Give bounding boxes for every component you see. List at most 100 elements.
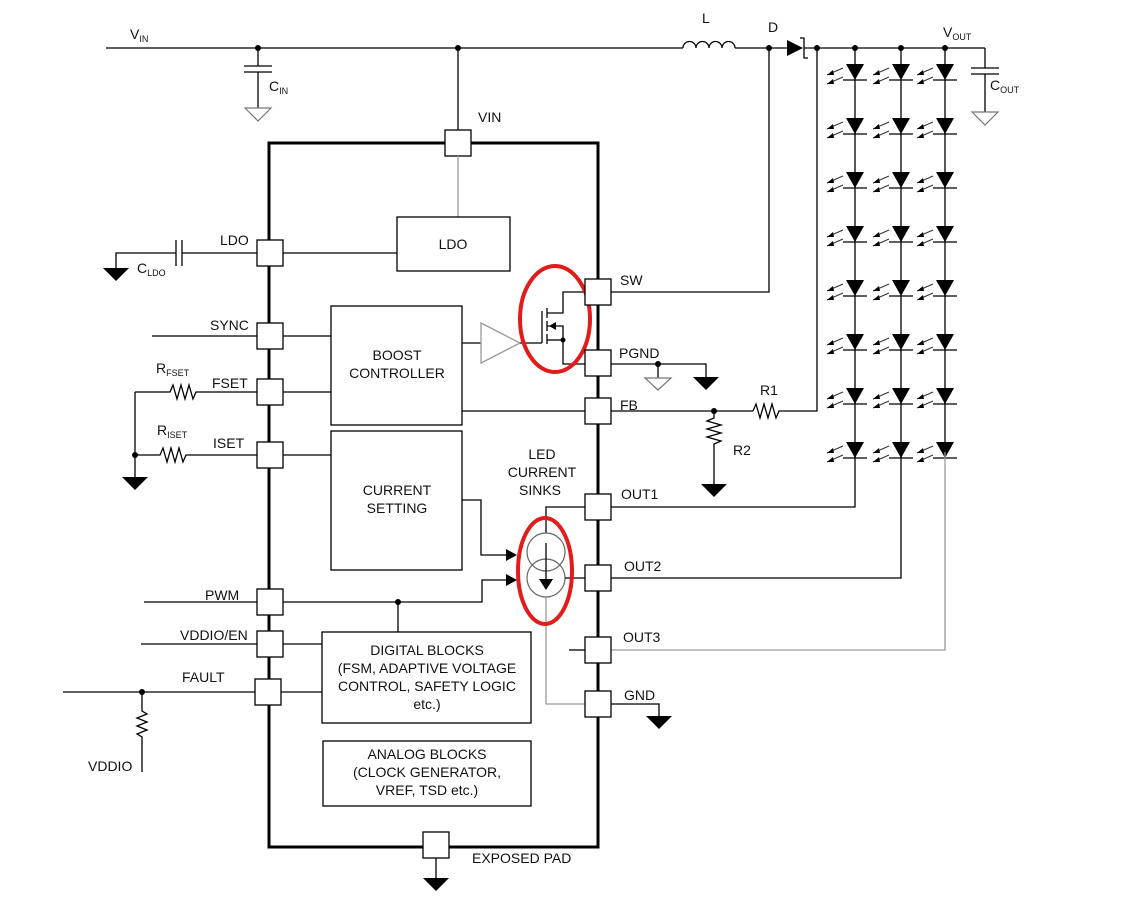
ground-icon [122,477,148,490]
current-setting-label-2: SETTING [367,500,428,516]
led-icon [826,172,867,193]
pin-fb-label: FB [620,397,638,413]
pin-vddio-en-label: VDDIO/EN [180,627,248,643]
pin-iset [256,441,284,469]
digital-label-1: DIGITAL BLOCKS [370,642,484,658]
pin-sync [256,322,284,350]
analog-label-3: VREF, TSD etc.) [376,782,478,798]
ground-icon [423,878,449,891]
boost-block-label-1: BOOST [372,347,421,363]
pin-ldo [256,239,284,267]
riset-label: RISET [157,422,188,440]
sinks-label-2: CURRENT [508,464,577,480]
pin-pwm [256,588,284,616]
led-icon [916,442,957,463]
led-icon [872,226,913,247]
vin-label: VIN [130,26,148,44]
sinks-label-1: LED [528,446,555,462]
pin-sw [584,278,612,306]
led-icon [916,334,957,355]
ldo-block [396,216,511,272]
inductor: L [682,10,787,51]
vin-rail: VIN [106,26,683,51]
led-array [826,48,957,463]
exposed-pad-label: EXPOSED PAD [472,850,571,866]
digital-label-3: CONTROL, SAFETY LOGIC [338,678,516,694]
pin-pwm-label: PWM [205,587,239,603]
pin-fset-label: FSET [212,375,248,391]
led-string-3 [916,48,957,463]
led-icon [826,334,867,355]
out1-trace [611,452,856,508]
led-string-1 [826,48,867,463]
pin-exposed-pad [422,831,450,859]
cout-label: COUT [990,77,1020,95]
sinks-label-3: SINKS [519,482,561,498]
ground-icon [643,377,673,391]
pin-out3 [584,636,612,664]
pin-gnd [584,690,612,718]
pin-out3-label: OUT3 [623,629,661,645]
output-capacitor: COUT [970,48,1020,126]
gate-driver-buffer [480,321,522,365]
highlight-current-sinks [516,516,574,626]
led-icon [872,388,913,409]
analog-label-2: (CLOCK GENERATOR, [353,764,501,780]
pin-fb [584,397,612,425]
pin-out1 [584,493,612,521]
led-icon [872,118,913,139]
vout-label: VOUT [943,24,972,42]
pin-ldo-label: LDO [220,232,249,248]
ground-icon [646,716,672,729]
ldo-block-label: LDO [439,236,468,252]
feedback-divider: R1 R2 [611,382,785,497]
iset-resistor: RISET [122,422,257,490]
led-string-2 [872,48,913,463]
led-icon [826,118,867,139]
led-icon [826,442,867,463]
vddio-label: VDDIO [88,758,132,774]
input-capacitor: CIN [243,48,288,122]
ground-icon [693,377,719,390]
led-icon [916,172,957,193]
cldo-label: CLDO [137,260,166,278]
inductor-label: L [702,10,710,26]
boost-controller-block [330,305,463,426]
digital-blocks [321,631,532,724]
led-icon [916,388,957,409]
led-icon [872,280,913,301]
led-icon [916,118,957,139]
schottky-diode: D [768,19,985,59]
led-icon [916,280,957,301]
pin-sw-label: SW [620,272,643,288]
ldo-capacitor: CLDO [103,240,257,281]
pin-out2-label: OUT2 [624,558,662,574]
led-current-sink-sources [526,506,585,705]
pin-fset [256,378,284,406]
ground-icon [701,484,727,497]
digital-label-4: etc.) [413,696,440,712]
out3-trace [611,452,946,651]
pin-pgnd-label: PGND [619,345,659,361]
pin-out1-label: OUT1 [621,486,659,502]
boost-switch-mosfet [520,291,585,365]
led-icon [916,226,957,247]
pin-pgnd [584,349,612,377]
led-icon [872,64,913,85]
digital-label-2: (FSM, ADAPTIVE VOLTAGE [338,660,516,676]
pin-vin [444,129,472,157]
pin-out2 [584,564,612,592]
led-icon [826,280,867,301]
pin-fault [254,678,282,706]
fset-resistor: RFSET [134,360,257,454]
diode-label: D [768,19,778,35]
analog-label-1: ANALOG BLOCKS [367,746,486,762]
pin-vin-label: VIN [478,109,501,125]
pin-vddio-en [256,630,284,658]
r2-label: R2 [733,442,751,458]
led-icon [826,388,867,409]
fault-pullup-resistor: VDDIO [88,692,149,774]
cin-label: CIN [269,78,288,96]
ground-icon [103,268,129,281]
